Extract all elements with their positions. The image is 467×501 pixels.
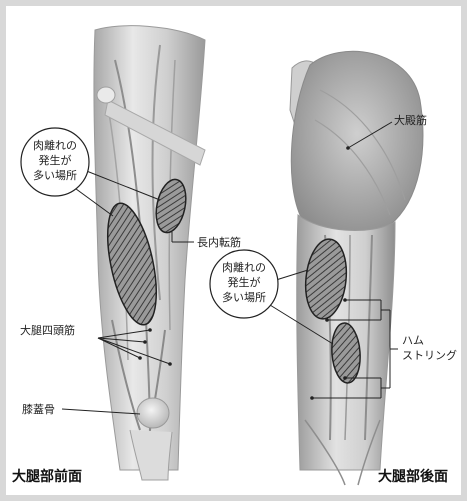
front-callout-line-2: 発生が [39,153,72,167]
patella-label: 膝蓋骨 [22,403,55,416]
hamstring-label-line-1: ハム [402,334,424,347]
hamstring-label-line-2: ストリング [402,348,457,362]
front-view-title: 大腿部前面 [12,468,82,485]
front-callout-line-3: 多い場所 [33,168,77,182]
back-callout-line-3: 多い場所 [222,290,266,304]
front-callout-line-1: 肉離れの [33,138,77,152]
back-callout-line-1: 肉離れの [222,260,266,274]
patella-shape [137,398,169,428]
adductor-label: 長内転筋 [197,235,241,249]
back-view-title: 大腿部後面 [378,468,448,485]
gluteus-label: 大殿筋 [394,113,427,127]
quadriceps-label: 大腿四頭筋 [20,323,75,337]
back-callout-line-2: 発生が [228,275,261,289]
